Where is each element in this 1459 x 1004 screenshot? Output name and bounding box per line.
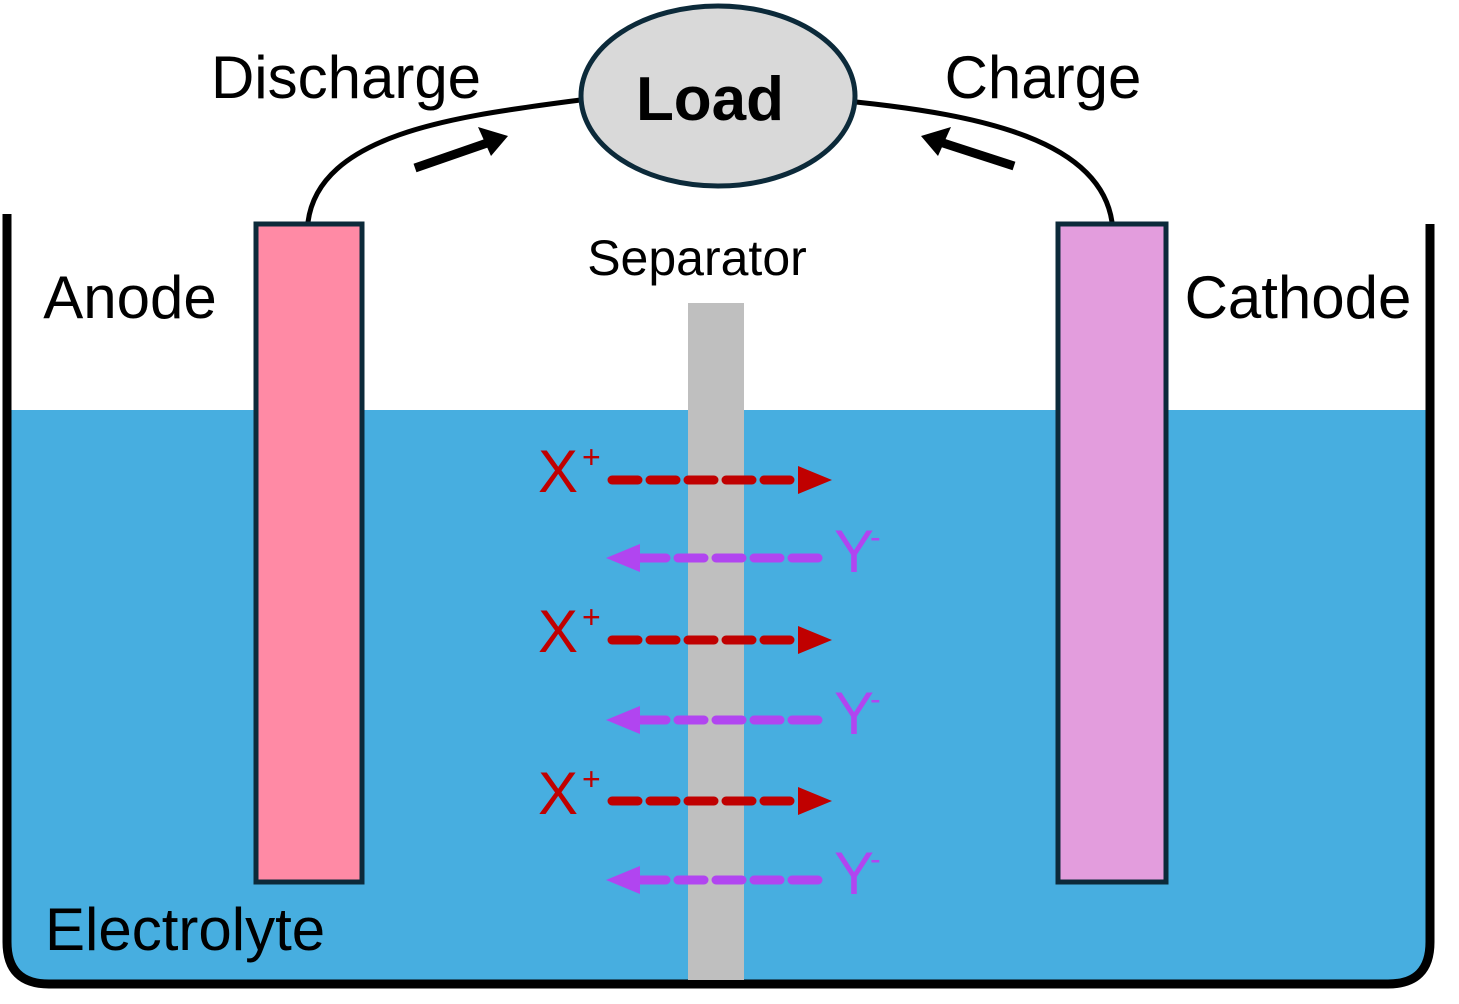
cation-flow-2: X +	[538, 598, 832, 665]
anion-charge: -	[870, 519, 881, 555]
external-wire-right	[855, 99, 1115, 223]
cation-symbol: X	[538, 760, 578, 827]
electrolyte-label: Electrolyte	[45, 896, 325, 963]
load-ellipse	[578, 3, 858, 189]
anode-electrode	[253, 221, 365, 885]
cation-charge: +	[582, 599, 601, 635]
anion-flow-2: Y -	[606, 680, 881, 747]
load-label: Load	[636, 65, 784, 134]
cathode-label: Cathode	[1185, 264, 1412, 331]
external-wire	[305, 97, 581, 223]
cathode-electrode	[1055, 221, 1169, 885]
anion-symbol: Y	[834, 680, 874, 747]
discharge-label: Discharge	[211, 44, 481, 111]
anode-label: Anode	[43, 264, 217, 331]
cation-charge: +	[582, 761, 601, 797]
anion-flow-3: Y -	[606, 840, 881, 907]
cation-symbol: X	[538, 438, 578, 505]
separator-label: Separator	[587, 230, 807, 286]
cation-flow-1: X +	[538, 438, 832, 505]
anion-charge: -	[870, 681, 881, 717]
anion-charge: -	[870, 841, 881, 877]
beaker-container	[2, 214, 1435, 989]
anion-flow-1: Y -	[606, 518, 881, 585]
cation-symbol: X	[538, 598, 578, 665]
cation-charge: +	[582, 439, 601, 475]
charge-arrow	[921, 127, 1016, 171]
cation-flow-3: X +	[538, 760, 832, 827]
anion-symbol: Y	[834, 840, 874, 907]
charge-label: Charge	[945, 44, 1142, 111]
anion-symbol: Y	[834, 518, 874, 585]
discharge-arrow	[413, 127, 508, 173]
